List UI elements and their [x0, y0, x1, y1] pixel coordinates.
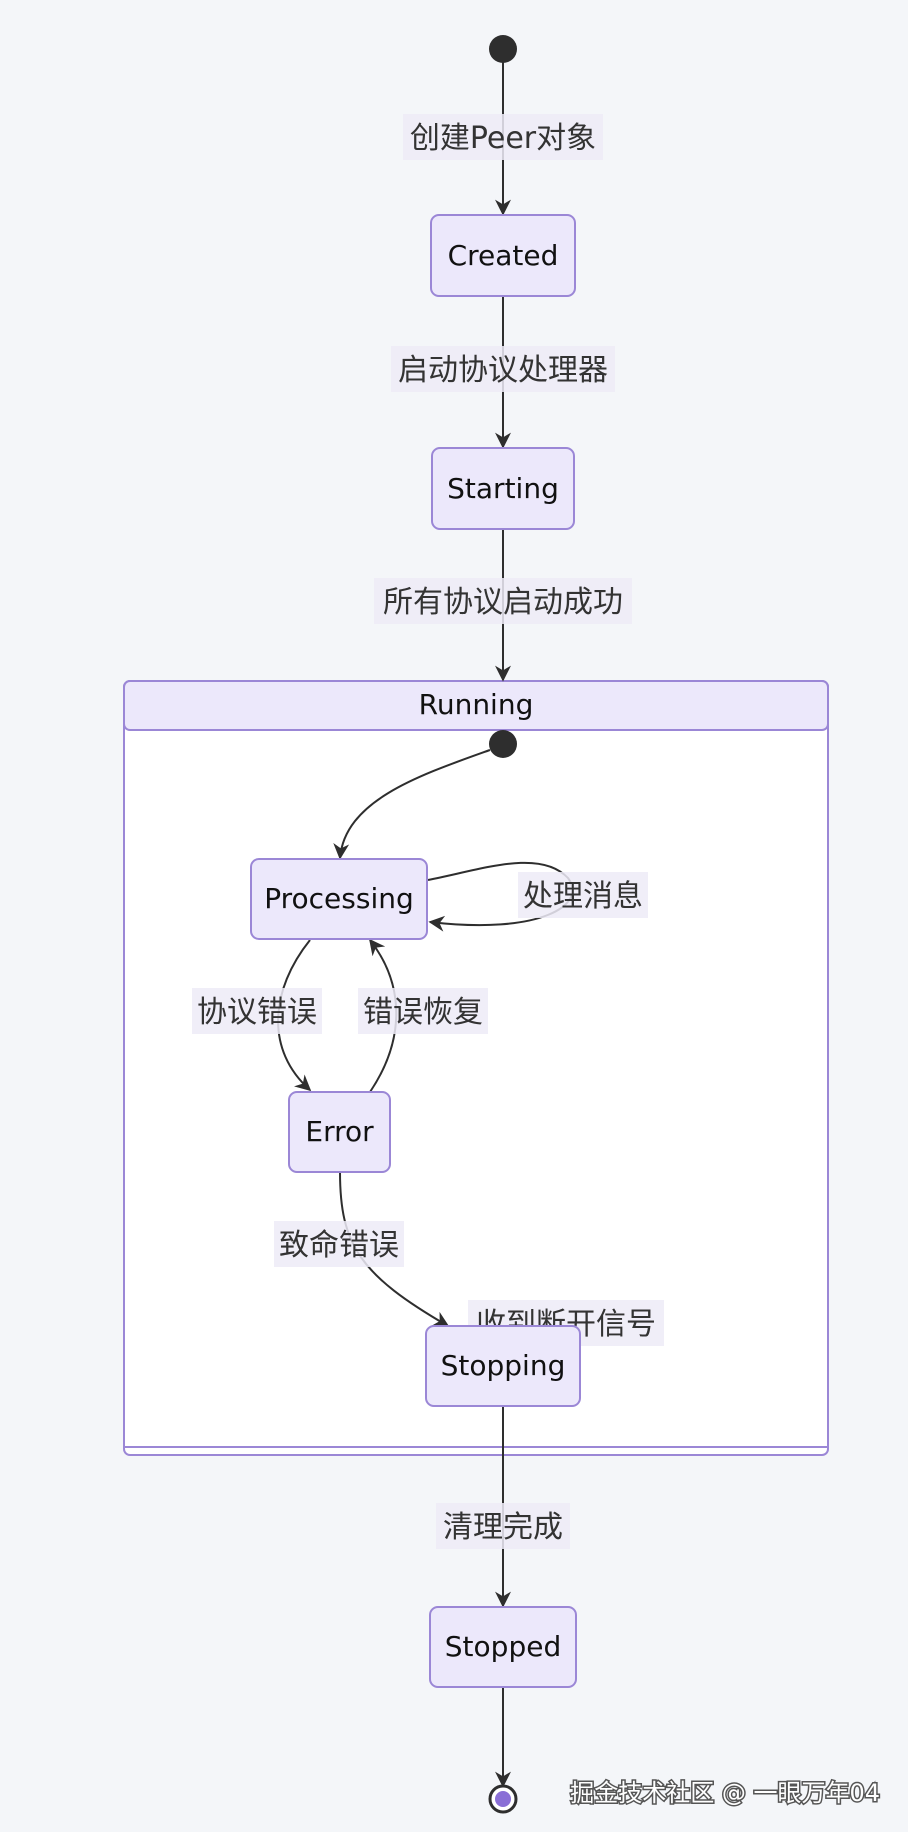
svg-text:创建Peer对象: 创建Peer对象	[410, 121, 596, 156]
state-stopping: Stopping	[425, 1325, 581, 1407]
svg-text:处理消息: 处理消息	[523, 879, 643, 914]
svg-text:协议错误: 协议错误	[197, 995, 317, 1030]
state-starting-label: Starting	[447, 472, 559, 505]
svg-text:致命错误: 致命错误	[279, 1228, 399, 1263]
label-protocol-error: 协议错误	[192, 988, 322, 1034]
initial-state-dot	[489, 35, 517, 63]
edge-inner-start-processing	[333, 749, 491, 860]
svg-text:清理完成: 清理完成	[443, 1510, 563, 1545]
state-stopped-label: Stopped	[445, 1630, 561, 1663]
svg-text:错误恢复: 错误恢复	[363, 995, 483, 1030]
label-fatal-error: 致命错误	[274, 1221, 404, 1267]
watermark-text: 掘金技术社区 @ 一眼万年04	[570, 1779, 880, 1807]
state-stopping-label: Stopping	[441, 1349, 566, 1382]
state-starting: Starting	[431, 447, 575, 530]
state-created: Created	[430, 214, 576, 297]
label-error-recovery: 错误恢复	[358, 988, 488, 1034]
label-handle-message: 处理消息	[518, 872, 648, 918]
running-label: Running	[419, 688, 534, 721]
label-create-peer: 创建Peer对象	[403, 114, 603, 160]
inner-initial-state-dot	[489, 730, 517, 758]
state-error-label: Error	[305, 1115, 374, 1148]
label-all-started: 所有协议启动成功	[374, 578, 632, 624]
state-stopped: Stopped	[429, 1606, 577, 1688]
svg-text:启动协议处理器: 启动协议处理器	[398, 353, 608, 388]
state-processing: Processing	[250, 858, 428, 940]
state-processing-label: Processing	[264, 882, 414, 915]
svg-text:所有协议启动成功: 所有协议启动成功	[383, 585, 623, 620]
final-state-icon	[488, 1784, 518, 1814]
state-created-label: Created	[448, 239, 559, 272]
state-error: Error	[288, 1091, 391, 1173]
label-start-handlers: 启动协议处理器	[391, 346, 615, 392]
label-cleanup-done: 清理完成	[436, 1503, 570, 1549]
